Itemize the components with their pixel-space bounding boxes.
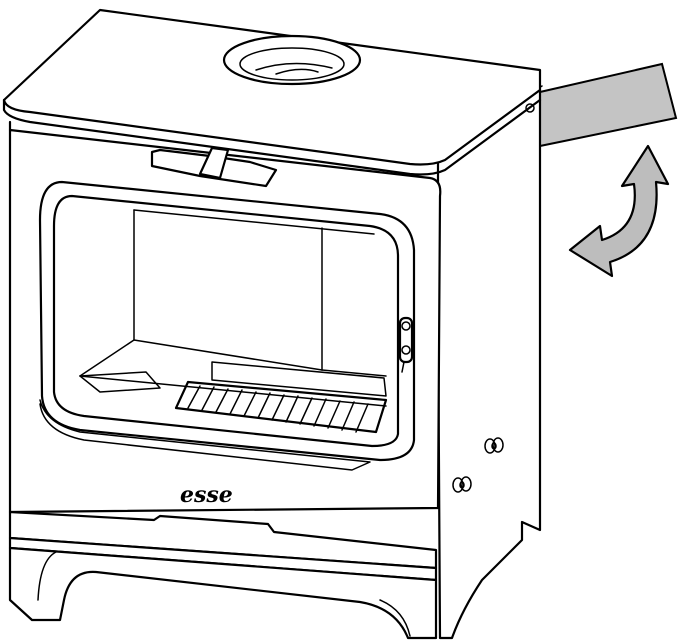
- firebox-interior: [79, 209, 387, 407]
- rear-flue-outlet: [539, 62, 678, 148]
- firebox-door: [38, 180, 416, 471]
- brand-logo-text: esse: [180, 482, 233, 508]
- fixing-top: [525, 103, 535, 113]
- rotate-arrow-icon: [568, 144, 670, 278]
- door-handle[interactable]: [398, 316, 414, 373]
- air-control-lever: [150, 146, 278, 188]
- fixing-lower: [452, 476, 472, 493]
- brand-logo: esse: [180, 482, 233, 508]
- fire-grate: [79, 361, 388, 434]
- stove-legs: [8, 546, 438, 640]
- stove-side-panel: [436, 85, 543, 640]
- stove-plinth: [8, 510, 438, 582]
- top-flue-collar: [222, 34, 362, 86]
- side-fixings: [452, 103, 535, 493]
- fixing-upper: [484, 437, 504, 454]
- stove-top-plate: [2, 8, 542, 176]
